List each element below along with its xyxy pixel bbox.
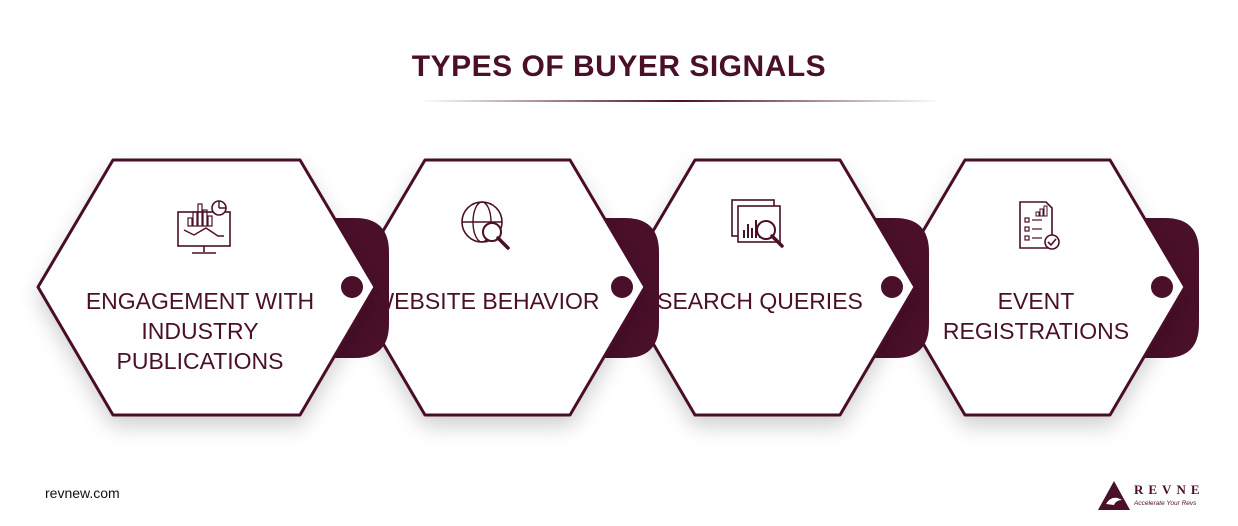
card-hexagon <box>36 158 377 417</box>
card-hexagon <box>348 158 647 417</box>
registration-document-icon <box>1019 201 1060 250</box>
page-title: TYPES OF BUYER SIGNALS <box>411 50 827 83</box>
card-engagement <box>36 158 389 417</box>
card-label-website: WEBSITE BEHAVIOR <box>372 288 600 314</box>
svg-text:Accelerate Your Revs: Accelerate Your Revs <box>1133 500 1197 507</box>
globe-search-icon <box>461 201 510 250</box>
card-event <box>888 158 1199 417</box>
card-website <box>348 158 659 417</box>
card-hexagon <box>888 158 1187 417</box>
website-url: revnew.com <box>45 485 120 501</box>
title-divider <box>420 100 940 102</box>
revne-logo: REVNE Accelerate Your Revs <box>1098 481 1205 510</box>
search-chart-icon <box>731 199 784 248</box>
svg-text:REVNE: REVNE <box>1134 482 1205 497</box>
connector-dot <box>1151 276 1173 298</box>
card-label-search: SEARCH QUERIES <box>657 288 863 314</box>
connector-dot <box>611 276 633 298</box>
card-hexagon <box>618 158 917 417</box>
card-label-engagement: ENGAGEMENT WITH INDUSTRY PUBLICATIONS <box>85 288 315 374</box>
connector-dot <box>881 276 903 298</box>
card-label-event: EVENT REGISTRATIONS <box>942 288 1130 344</box>
analytics-monitor-icon <box>177 200 231 254</box>
connector-dot <box>341 276 363 298</box>
card-search <box>618 158 929 417</box>
